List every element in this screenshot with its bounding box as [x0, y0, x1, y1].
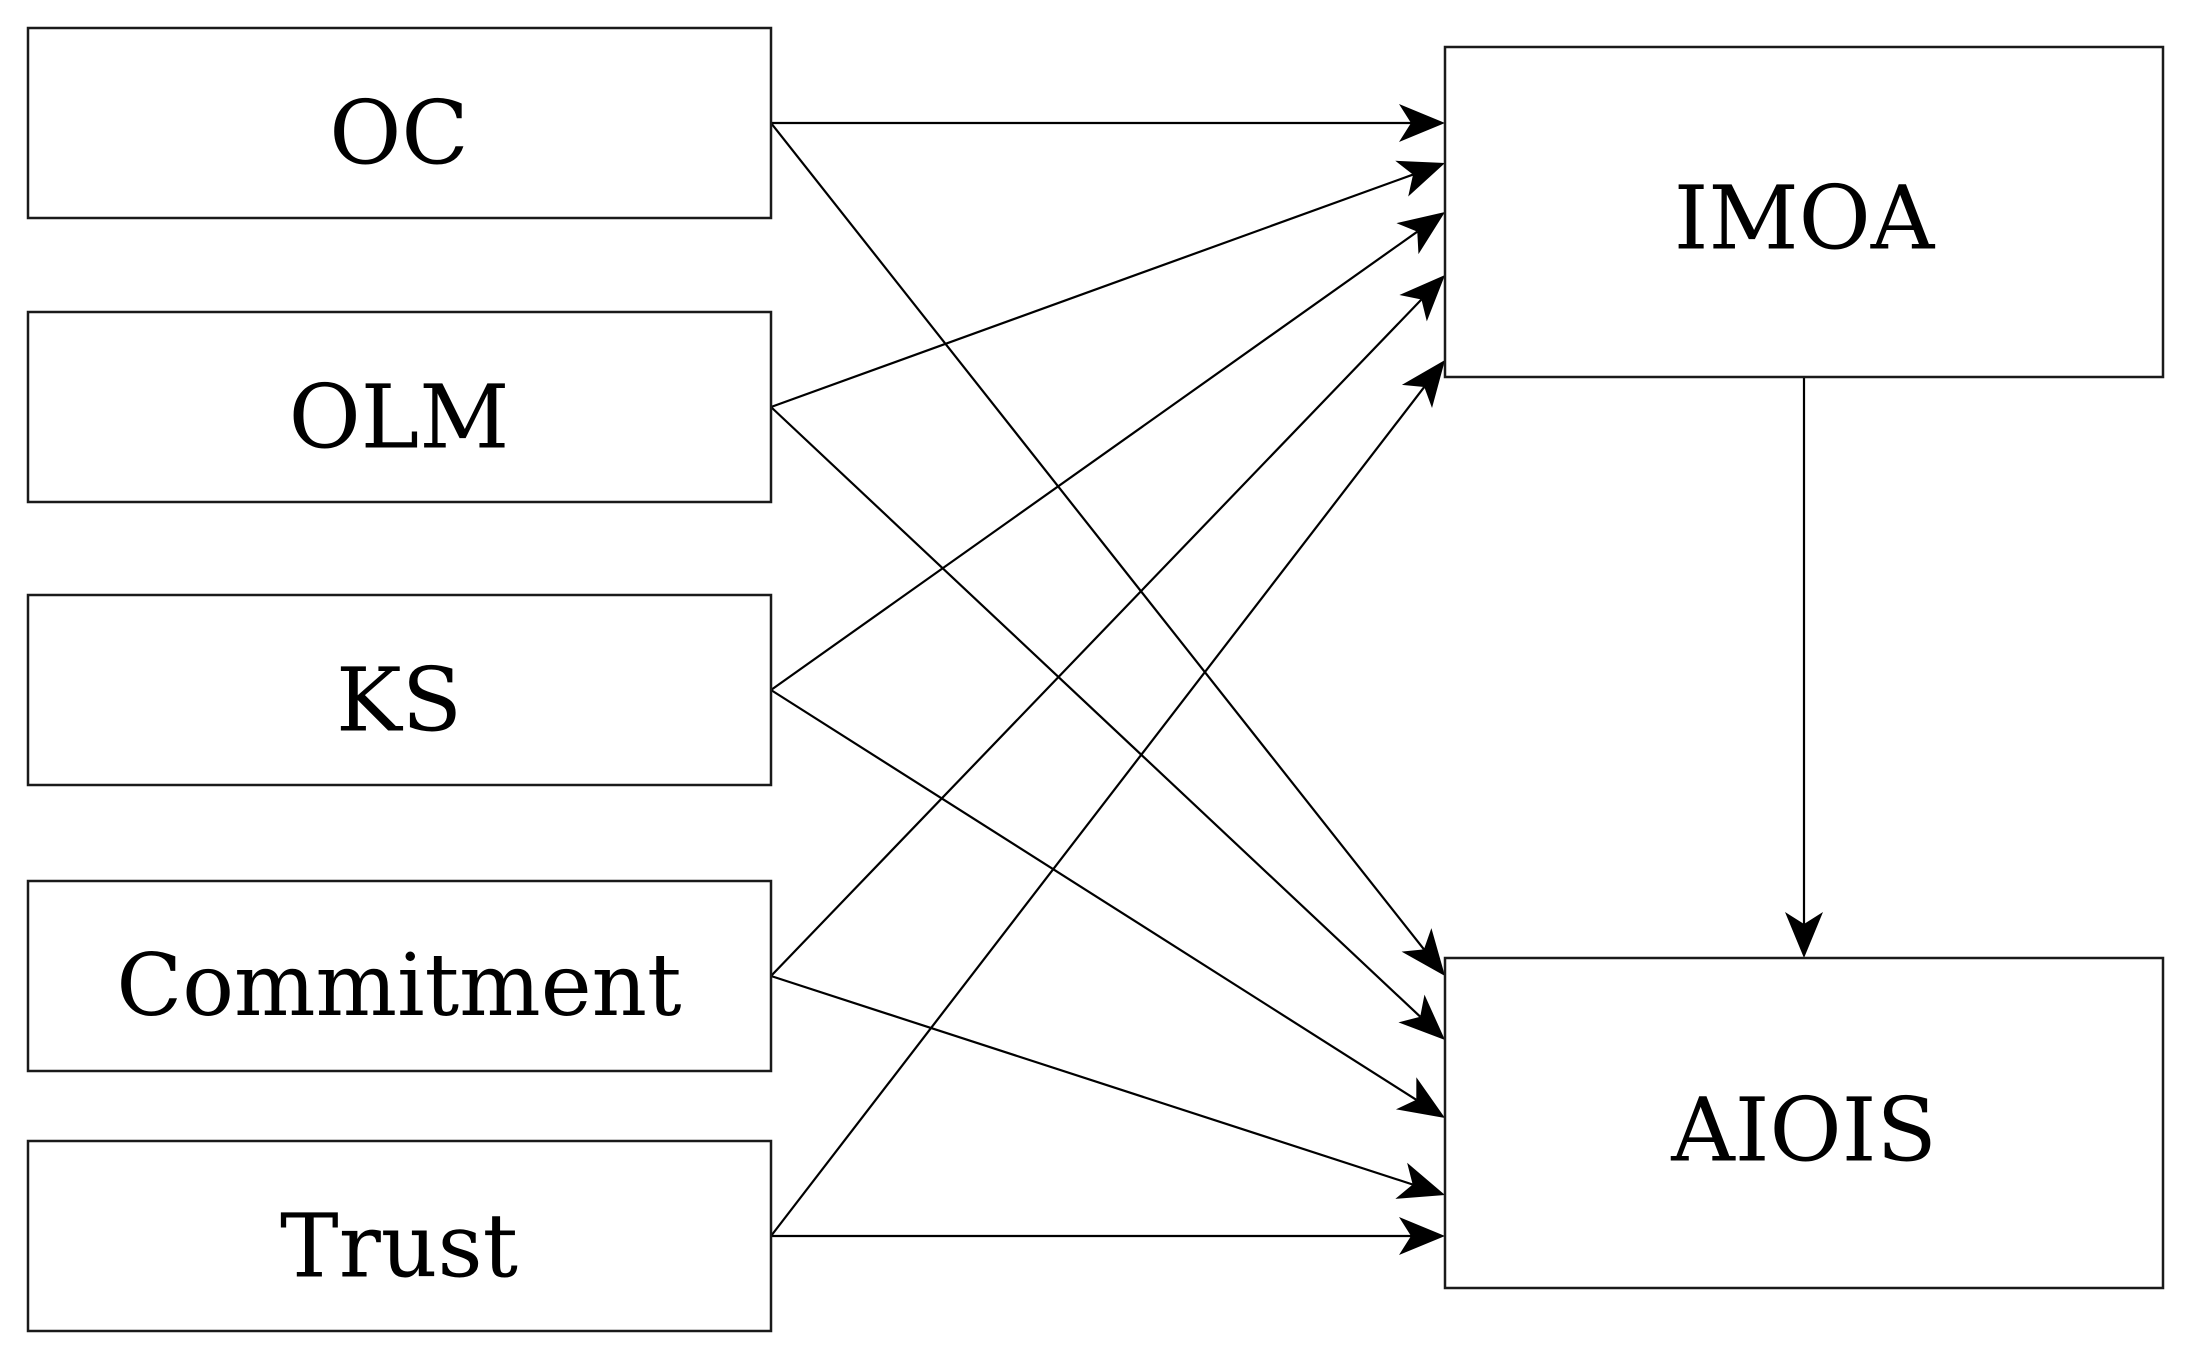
node-olm: OLM — [26, 310, 773, 504]
node-trust: Trust — [26, 1139, 773, 1333]
arrowhead-olm-to-aiois — [1398, 994, 1445, 1040]
node-imoa: IMOA — [1443, 45, 2165, 379]
node-trust-box — [26, 1139, 773, 1333]
node-ks-box — [26, 593, 773, 787]
arrowhead-imoa-to-aiois — [1785, 912, 1823, 958]
edge-commitment-to-aiois — [770, 974, 1445, 1199]
edge-imoa-to-aiois — [1785, 377, 1823, 958]
node-aiois-box — [1443, 956, 2165, 1290]
edge-line-oc-to-aiois — [770, 122, 1425, 951]
node-aiois-label: AIOIS — [1670, 1079, 1937, 1182]
edge-line-ks-to-imoa — [770, 230, 1418, 691]
edge-line-trust-to-imoa — [770, 386, 1426, 1237]
edge-oc-to-aiois — [770, 122, 1445, 976]
arrowhead-ks-to-imoa — [1396, 212, 1445, 255]
node-olm-box — [26, 310, 773, 504]
edge-olm-to-imoa — [770, 160, 1445, 409]
edges-layer — [770, 104, 1823, 1255]
arrowhead-ks-to-aiois — [1395, 1077, 1445, 1118]
node-commitment-box — [26, 879, 773, 1073]
node-oc-box — [26, 26, 773, 220]
edge-olm-to-aiois — [770, 406, 1445, 1040]
edge-trust-to-imoa — [770, 360, 1445, 1237]
node-aiois: AIOIS — [1443, 956, 2165, 1290]
edge-oc-to-imoa — [771, 104, 1445, 142]
edge-commitment-to-imoa — [770, 275, 1445, 977]
arrowhead-trust-to-aiois — [1399, 1217, 1445, 1255]
edge-line-ks-to-aiois — [770, 689, 1417, 1101]
edge-line-commitment-to-imoa — [770, 298, 1423, 977]
node-trust-label: Trust — [280, 1195, 518, 1298]
edge-ks-to-imoa — [770, 212, 1445, 691]
arrowhead-trust-to-imoa — [1401, 360, 1445, 409]
arrowhead-olm-to-imoa — [1395, 160, 1445, 197]
node-olm-label: OLM — [289, 366, 510, 469]
node-oc: OC — [26, 26, 773, 220]
edge-line-commitment-to-aiois — [770, 974, 1414, 1186]
node-ks: KS — [26, 593, 773, 787]
edge-trust-to-aiois — [771, 1217, 1445, 1255]
edge-ks-to-aiois — [770, 689, 1445, 1118]
node-imoa-label: IMOA — [1674, 167, 1936, 270]
arrowhead-commitment-to-aiois — [1395, 1162, 1445, 1199]
node-imoa-box — [1443, 45, 2165, 379]
arrowhead-oc-to-aiois — [1401, 928, 1445, 976]
node-oc-label: OC — [329, 82, 468, 185]
edge-line-olm-to-aiois — [770, 406, 1421, 1018]
arrowhead-oc-to-imoa — [1399, 104, 1445, 142]
node-commitment: Commitment — [26, 879, 773, 1073]
node-commitment-label: Commitment — [116, 936, 681, 1036]
nodes-layer: OC OLM KS Commitment Trust IMOA AIOIS — [26, 26, 2165, 1333]
edge-line-olm-to-imoa — [770, 173, 1414, 409]
arrowhead-commitment-to-imoa — [1399, 275, 1445, 322]
node-ks-label: KS — [336, 649, 462, 752]
